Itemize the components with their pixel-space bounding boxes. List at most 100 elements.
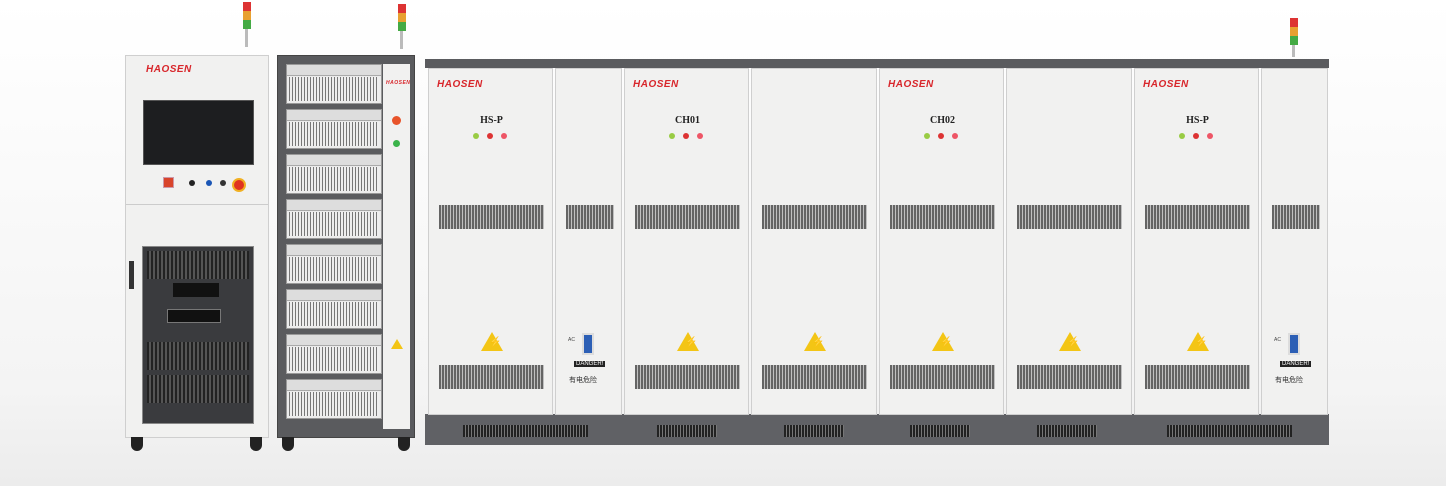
warning-symbol: ⚡ — [812, 337, 825, 348]
warning-symbol: ⚡ — [940, 337, 953, 348]
vent-grille — [566, 205, 614, 229]
danger-cn-label: 有电危险 — [1275, 377, 1303, 384]
stop-button[interactable] — [392, 116, 401, 125]
caster-wheel — [131, 437, 143, 451]
vent-grille — [1272, 205, 1320, 229]
vent-grille — [1145, 365, 1250, 389]
warning-icon: ⚡ — [481, 332, 503, 351]
cabinet-side-door: ⚡ — [751, 68, 877, 415]
vent-grille — [439, 365, 544, 389]
warning-icon: ⚡ — [677, 332, 699, 351]
key-switch[interactable] — [220, 180, 226, 186]
vent-grille — [890, 365, 995, 389]
brand-logo: HAOSEN — [888, 79, 934, 90]
door-handle[interactable] — [129, 261, 134, 289]
monitor-screen — [143, 100, 254, 165]
indicator-light — [669, 133, 675, 139]
indicator-light — [1207, 133, 1213, 139]
indicator-light — [952, 133, 958, 139]
base-vent — [657, 425, 717, 437]
module-panel — [287, 290, 381, 301]
module-panel — [287, 110, 381, 121]
breaker-label: AC — [568, 337, 575, 343]
module-panel — [287, 155, 381, 166]
indicator-light — [487, 133, 493, 139]
module-vent — [289, 122, 379, 146]
cabinet-door: HAOSEN HS-P ⚡ — [428, 68, 553, 415]
emergency-stop-button[interactable] — [232, 178, 246, 192]
module-panel — [287, 200, 381, 211]
indicator-light — [697, 133, 703, 139]
warning-icon: ⚡ — [932, 332, 954, 351]
equipment-bay — [142, 246, 254, 424]
power-module — [286, 64, 382, 104]
warning-symbol: ⚡ — [685, 337, 698, 348]
tower-light-2 — [398, 4, 406, 49]
warning-icon: ⚡ — [1059, 332, 1081, 351]
power-module — [286, 289, 382, 329]
cabinet-side-door: ⚡ — [1006, 68, 1132, 415]
cabinet-label: HS-P — [480, 115, 503, 126]
danger-label: DANGER! — [574, 361, 606, 367]
cabinet-side-door: AC DANGER! 有电危险 — [1261, 68, 1328, 415]
rack-cabinet: HAOSEN — [277, 55, 415, 438]
power-module — [286, 379, 382, 419]
indicator-light — [1179, 133, 1185, 139]
warning-symbol: ⚡ — [1195, 337, 1208, 348]
main-cabinet-top-bar — [425, 59, 1329, 68]
cabinet-side-door: AC DANGER! 有电危险 — [555, 68, 622, 415]
cabinet-door: HAOSEN CH01 ⚡ — [624, 68, 749, 415]
base-vent — [463, 425, 588, 437]
vent-grille — [1017, 205, 1122, 229]
blue-button[interactable] — [206, 180, 212, 186]
vent-grille — [635, 365, 740, 389]
brand-logo: HAOSEN — [437, 79, 483, 90]
cabinet-label: CH01 — [675, 115, 700, 126]
indicator-light — [1193, 133, 1199, 139]
module-vent — [289, 392, 379, 416]
module-panel — [287, 65, 381, 76]
brand-logo: HAOSEN — [146, 64, 192, 75]
breaker-label: AC — [1274, 337, 1281, 343]
divider — [126, 204, 268, 205]
base-vent — [1167, 425, 1292, 437]
module-vent — [289, 77, 379, 101]
power-module — [286, 334, 382, 374]
caster-wheel — [250, 437, 262, 451]
brand-logo-small: HAOSEN — [386, 80, 411, 86]
vent-grille — [635, 205, 740, 229]
tower-light-1 — [243, 2, 251, 47]
base-vent — [1037, 425, 1097, 437]
brand-logo: HAOSEN — [633, 79, 679, 90]
base-vent — [784, 425, 844, 437]
rack-side-panel: HAOSEN — [383, 64, 410, 429]
circuit-breaker — [582, 333, 594, 355]
warning-icon — [391, 339, 403, 349]
danger-label: DANGER! — [1280, 361, 1312, 367]
module-panel — [287, 245, 381, 256]
base-vent — [910, 425, 970, 437]
vent-grille — [1145, 205, 1250, 229]
indicator-light — [683, 133, 689, 139]
power-module — [286, 109, 382, 149]
cabinet-label: HS-P — [1186, 115, 1209, 126]
black-button[interactable] — [189, 180, 195, 186]
brand-logo: HAOSEN — [1143, 79, 1189, 90]
vent-grille — [762, 365, 867, 389]
warning-symbol: ⚡ — [1067, 337, 1080, 348]
power-module — [286, 244, 382, 284]
warning-icon: ⚡ — [804, 332, 826, 351]
vent-grille — [1017, 365, 1122, 389]
caster-wheel — [398, 437, 410, 451]
power-module — [286, 154, 382, 194]
start-button[interactable] — [393, 140, 400, 147]
danger-cn-label: 有电危险 — [569, 377, 597, 384]
main-switch[interactable] — [163, 177, 174, 188]
tower-light-3 — [1290, 18, 1298, 57]
indicator-light — [473, 133, 479, 139]
module-vent — [289, 167, 379, 191]
control-cabinet: HAOSEN — [125, 55, 269, 438]
power-module — [286, 199, 382, 239]
indicator-light — [924, 133, 930, 139]
indicator-light — [501, 133, 507, 139]
